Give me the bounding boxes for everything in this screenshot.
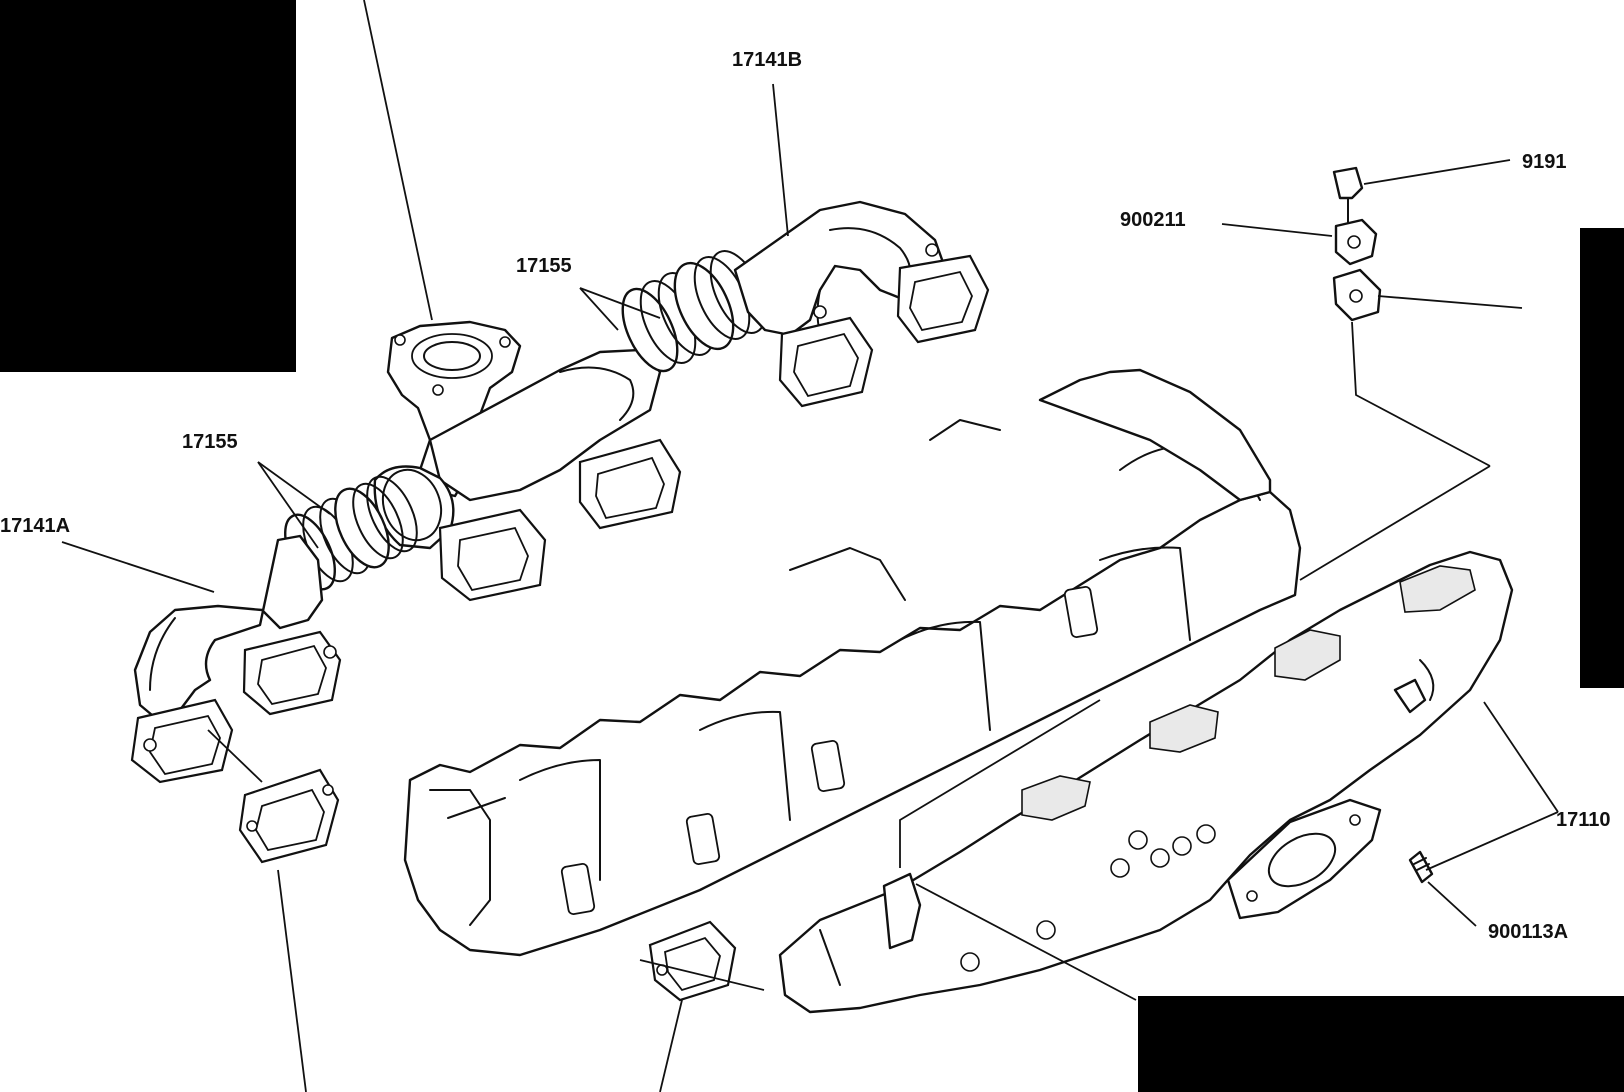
exhaust-pipe-front	[130, 534, 342, 784]
gasket-lower	[648, 920, 737, 1002]
callout-17155-front: 17155	[182, 431, 238, 453]
gasket-front	[238, 768, 340, 864]
leader-lines	[61, 0, 1559, 1092]
redaction-block-right	[1580, 228, 1624, 688]
hardware-stack	[1332, 166, 1382, 322]
callout-900113a: 900113A	[1488, 921, 1568, 943]
stud	[1408, 850, 1434, 884]
callout-900211: 900211	[1120, 209, 1186, 231]
center-housing-ports	[438, 438, 682, 602]
callout-17155-rear: 17155	[516, 255, 572, 277]
callout-17141a: 17141A	[0, 515, 70, 537]
callout-9191: 9191	[1522, 151, 1567, 173]
redaction-block-top-left	[0, 0, 296, 372]
exhaust-outlet-housing	[373, 320, 662, 550]
callout-17141b: 17141B	[732, 49, 802, 71]
redaction-block-bottom-right	[1138, 996, 1624, 1092]
exhaust-manifold	[778, 550, 1514, 1014]
callout-17110: 17110	[1556, 809, 1611, 831]
exhaust-pipe-rear	[733, 200, 990, 408]
manifold-water-jacket-block	[403, 368, 1302, 957]
